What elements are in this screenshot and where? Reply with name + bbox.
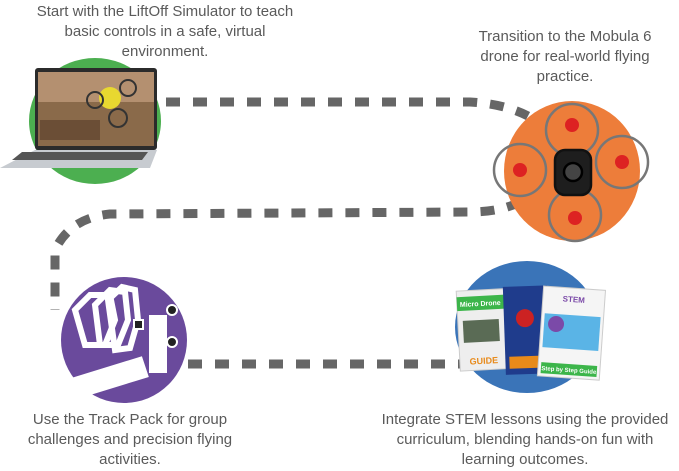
book-title: Micro Drone (460, 300, 501, 309)
step-4-caption: Integrate STEM lessons using the provide… (381, 411, 669, 468)
book-guide-label: GUIDE (469, 355, 498, 366)
step-1-caption: Start with the LiftOff Simulator to teac… (36, 3, 294, 60)
drone-icon (492, 102, 650, 243)
dashed-path (50, 97, 531, 369)
laptop-icon (0, 68, 157, 168)
step-3-caption: Use the Track Pack for group challenges … (27, 411, 233, 468)
track-pack-icon (71, 283, 178, 399)
book-stem-logo: STEM (562, 294, 585, 305)
step-2-caption: Transition to the Mobula 6 drone for rea… (478, 28, 652, 85)
book-step-guide-label: Step by Step Guide (541, 366, 597, 376)
curriculum-books-icon: Micro Drone GUIDE STEM Step by Step Guid… (455, 285, 607, 381)
